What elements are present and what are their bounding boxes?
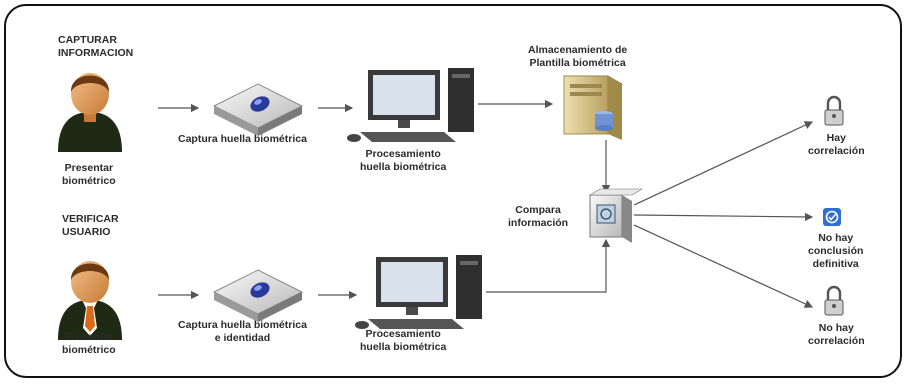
label-result-inconclusive: No hay conclusión definitiva — [808, 232, 864, 270]
computer-icon — [355, 255, 482, 329]
arrow-computer-to-compare — [486, 238, 611, 293]
label-result-match: Hay correlación — [808, 132, 865, 157]
label-process-bottom: Procesamiento huella biométrica — [360, 328, 447, 353]
label-present-bottom: Presentar biométrico — [62, 331, 116, 356]
label-storage: Almacenamiento de Plantilla biométrica — [528, 44, 628, 69]
arrow-compare-to-nomatch — [633, 224, 814, 308]
compare-device-icon — [588, 188, 644, 243]
server-database-icon — [562, 75, 624, 140]
diagram-frame — [4, 4, 902, 378]
label-result-nomatch: No hay correlación — [808, 322, 865, 347]
heading-capture: CAPTURAR INFORMACION — [58, 34, 134, 59]
connectors — [158, 99, 814, 308]
person-tie-icon — [58, 261, 122, 340]
label-compare: Compara información — [508, 204, 569, 229]
computer-icon — [347, 68, 474, 142]
arrow-compare-to-match — [633, 121, 814, 206]
lock-icon — [824, 95, 844, 126]
person-icon — [58, 73, 122, 152]
heading-verify: VERIFICAR USUARIO — [62, 213, 119, 238]
check-icon — [823, 208, 841, 226]
label-process-top: Procesamiento huella biométrica — [360, 148, 447, 173]
label-capture-bottom: Captura huella biométrica e identidad — [178, 319, 307, 344]
lock-icon — [824, 285, 844, 316]
fingerprint-scanner-icon — [212, 269, 304, 322]
fingerprint-scanner-icon — [212, 83, 304, 136]
label-present-top: Presentar biométrico — [62, 162, 116, 187]
label-capture-top: Captura huella biométrica — [178, 133, 307, 145]
arrow-compare-to-inconclusive — [633, 212, 814, 222]
